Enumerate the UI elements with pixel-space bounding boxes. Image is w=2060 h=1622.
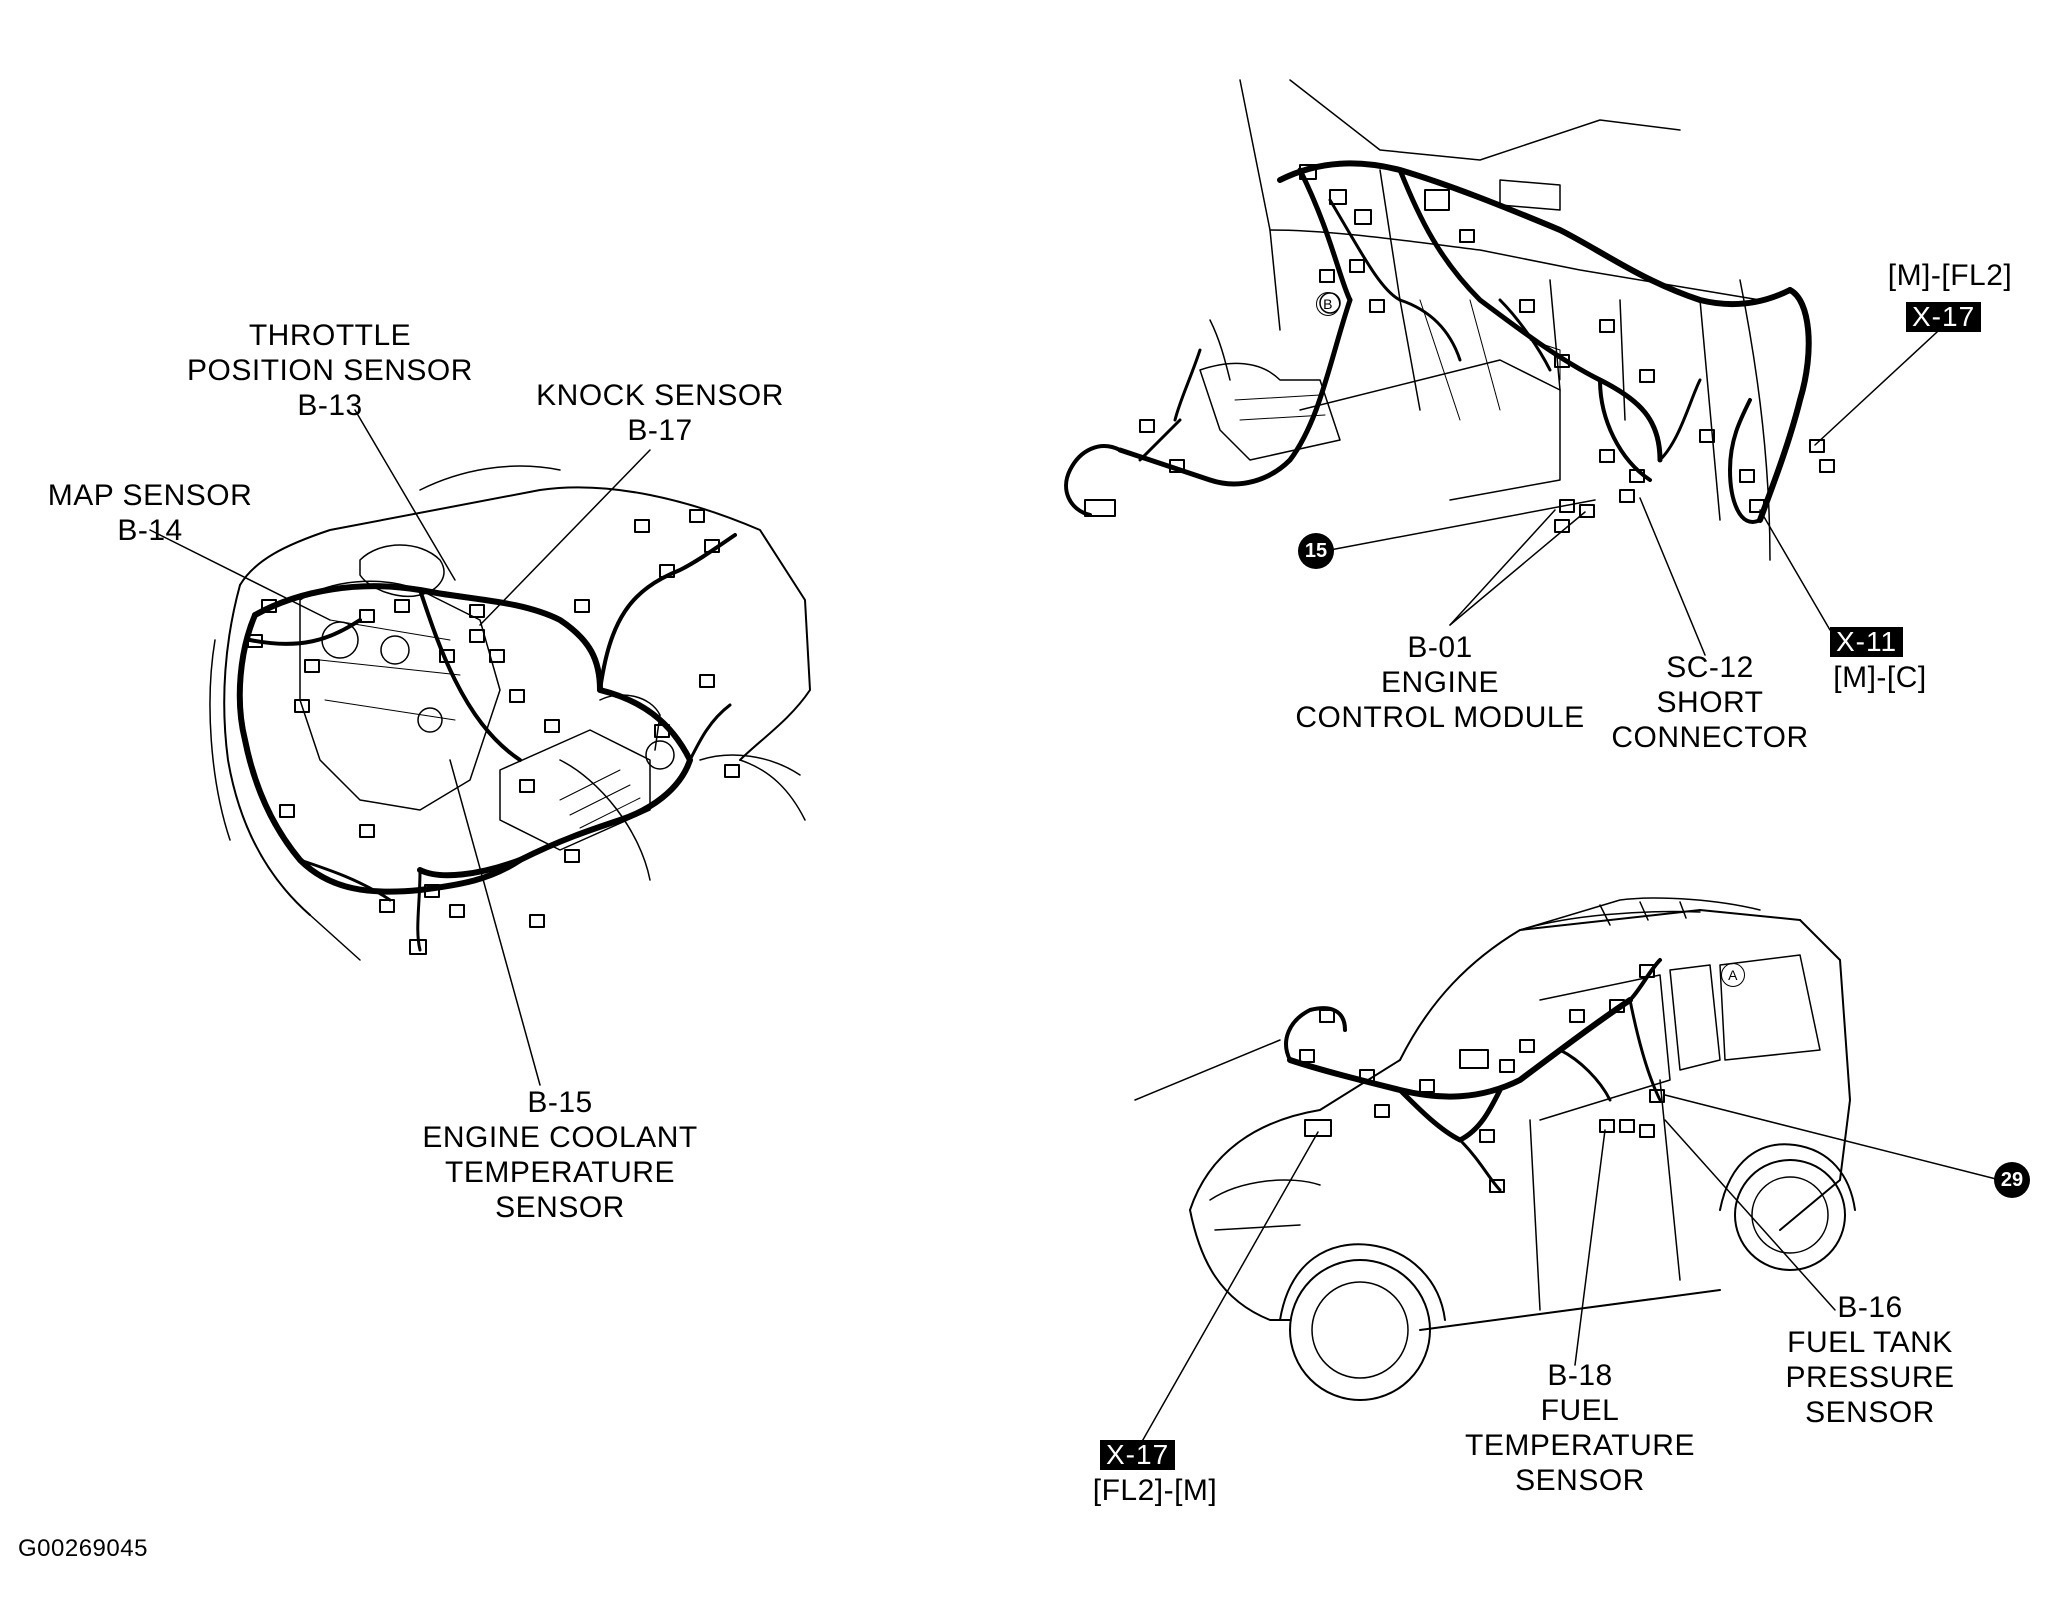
engine-bay-illustration bbox=[149, 409, 811, 1086]
x11-route-label: [M]-[C] bbox=[1833, 661, 1927, 694]
ground-bullet-29: 29 bbox=[1994, 1162, 2030, 1198]
interior-illustration bbox=[1064, 79, 1951, 656]
throttle-position-sensor-label: THROTTLE POSITION SENSOR B-13 bbox=[187, 319, 473, 422]
x17-connector-tag-vehicle: X-17 bbox=[1100, 1440, 1176, 1470]
knock-sensor-label: KNOCK SENSOR B-17 bbox=[536, 379, 784, 447]
short-connector-label: SC-12 SHORT CONNECTOR bbox=[1611, 651, 1809, 754]
x11-connector-tag: X-11 bbox=[1830, 627, 1904, 657]
fuel-temperature-sensor-label: B-18 FUEL TEMPERATURE SENSOR bbox=[1465, 1359, 1695, 1497]
point-a-marker: A bbox=[1721, 963, 1745, 987]
x17-route-label-vehicle: [FL2]-[M] bbox=[1092, 1474, 1218, 1507]
engine-coolant-temperature-sensor-label: B-15 ENGINE COOLANT TEMPERATURE SENSOR bbox=[422, 1086, 698, 1224]
map-sensor-label: MAP SENSOR B-14 bbox=[47, 479, 253, 547]
diagram-id: G00269045 bbox=[18, 1535, 148, 1562]
ground-bullet-15: 15 bbox=[1298, 533, 1334, 569]
x17-connector-tag: X-17 bbox=[1906, 302, 1982, 332]
vehicle-illustration bbox=[1134, 897, 2001, 1446]
x17-route-label: [M]-[FL2] bbox=[1887, 259, 2013, 292]
point-b-marker: B bbox=[1316, 292, 1340, 316]
fuel-tank-pressure-sensor-label: B-16 FUEL TANK PRESSURE SENSOR bbox=[1785, 1291, 1955, 1429]
engine-control-module-label: B-01 ENGINE CONTROL MODULE bbox=[1295, 631, 1585, 734]
